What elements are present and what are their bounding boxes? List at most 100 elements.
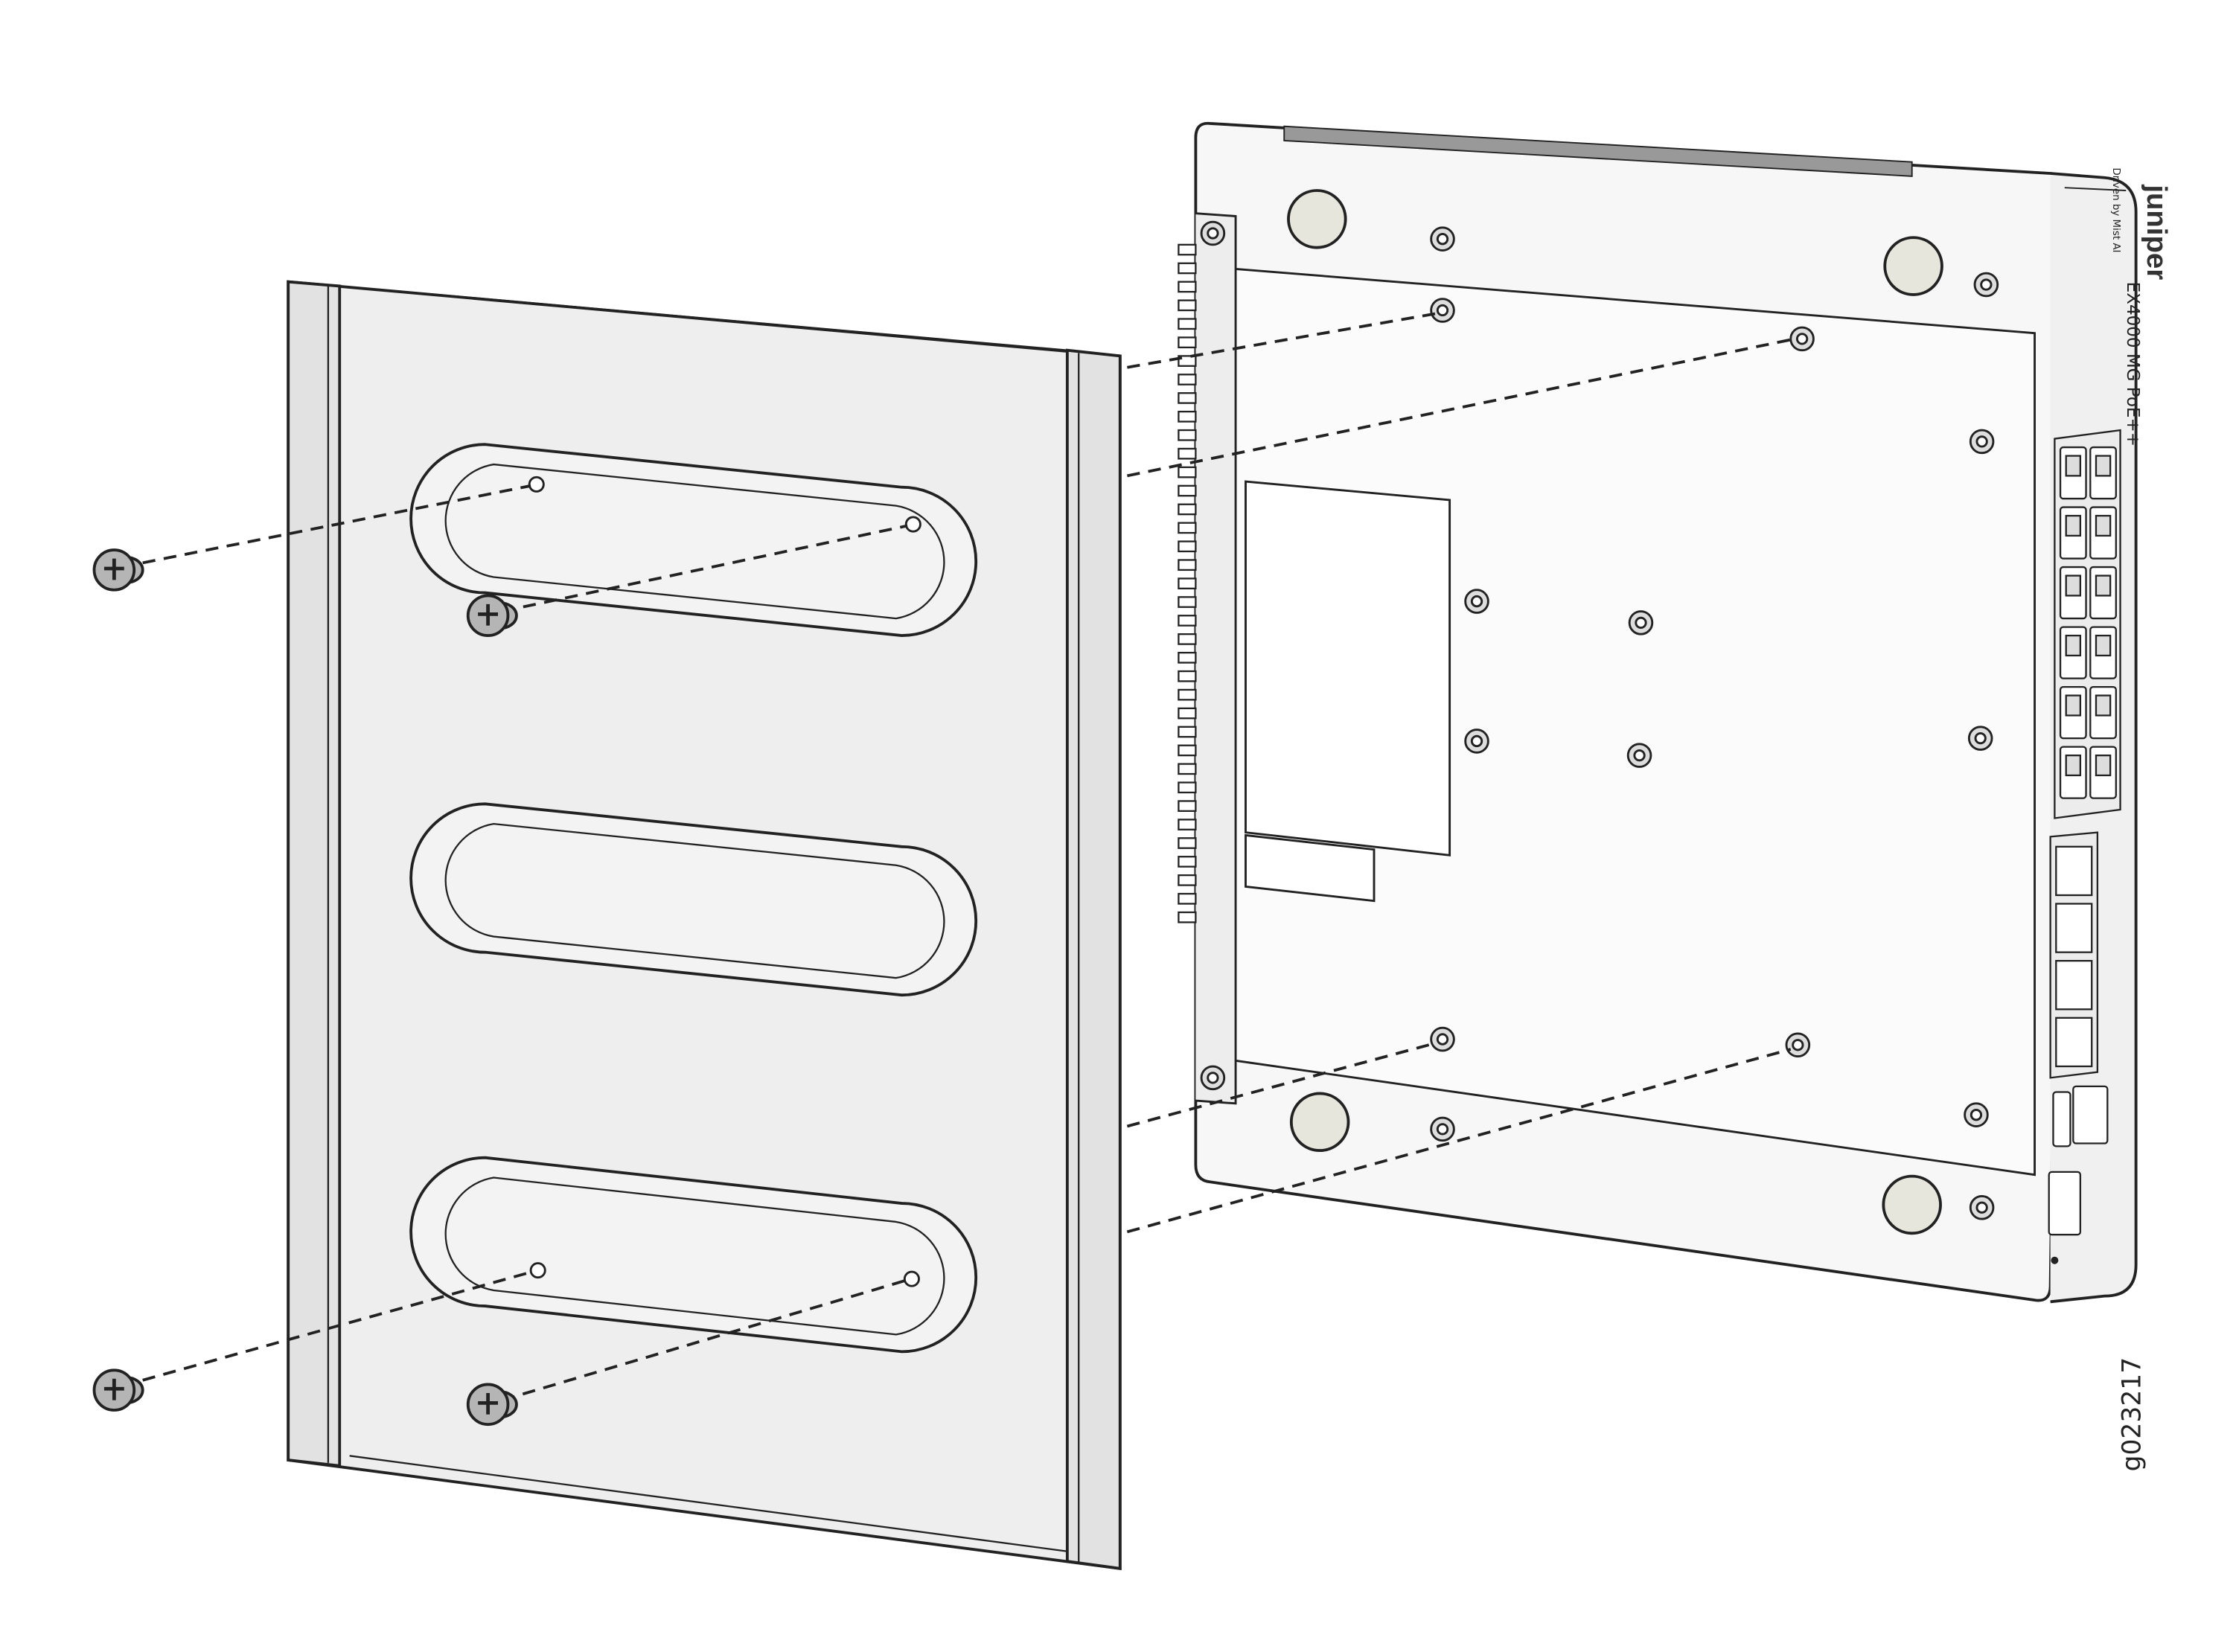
model-name: EX4000 MG PoE++: [2123, 282, 2142, 446]
phillips-screw-icon: [466, 1383, 518, 1427]
bracket-slot: [409, 802, 978, 997]
grating-tooth: [1178, 819, 1197, 830]
grating-tooth: [1178, 800, 1197, 813]
bracket-hole: [903, 1270, 920, 1287]
device-screw-hole-center: [1436, 304, 1449, 317]
device-label-small: [1245, 833, 1376, 903]
phillips-screw-icon: [466, 594, 518, 638]
rubber-foot: [1882, 1174, 1942, 1235]
device-grating: [1178, 243, 1197, 923]
grating-tooth: [1178, 336, 1197, 349]
phillips-screw-icon: [92, 1368, 144, 1412]
device-screw-hole-center: [1436, 233, 1449, 246]
device-screw-hole-center: [1980, 278, 1993, 291]
grating-tooth: [1178, 243, 1197, 256]
device-screw-hole-center: [1970, 1109, 1983, 1121]
rj45-port-jack: [2095, 574, 2112, 597]
device-ports: [2048, 429, 2121, 1264]
rj45-port-jack: [2065, 694, 2082, 717]
mgmt-port: [2072, 1085, 2109, 1144]
bracket-hole: [904, 516, 921, 533]
device-left-flange: [1195, 212, 1237, 1105]
grating-tooth: [1178, 892, 1197, 905]
wall-mount-bracket: [287, 280, 1122, 1570]
grating-tooth: [1178, 410, 1197, 423]
device-screw-hole-center: [1207, 1072, 1219, 1084]
device-screw-hole-center: [1470, 734, 1483, 748]
grating-tooth: [1178, 744, 1197, 757]
grating-tooth: [1178, 559, 1197, 572]
device-screw-hole-center: [1974, 731, 1987, 745]
device-screw-hole-center: [1207, 227, 1219, 240]
rubber-foot: [1883, 236, 1943, 296]
grating-tooth: [1178, 707, 1197, 720]
device-screw-hole-center: [1436, 1123, 1449, 1136]
phillips-screw-icon: [92, 548, 144, 592]
sfp-port: [2055, 903, 2093, 953]
rj45-port-jack: [2065, 754, 2082, 777]
rj45-port-jack: [2095, 694, 2112, 717]
bracket-hole: [529, 1262, 546, 1279]
device-screw-hole-center: [1470, 595, 1483, 608]
grating-tooth: [1178, 856, 1197, 868]
rj45-port-jack: [2065, 514, 2082, 537]
device-screw-hole-center: [1795, 333, 1809, 345]
grating-tooth: [1178, 615, 1197, 627]
usb-port: [2052, 1091, 2071, 1147]
bracket-hole: [528, 476, 545, 493]
bracket-right-flange: [1065, 348, 1122, 1570]
grating-tooth: [1178, 374, 1197, 385]
alignment-lines: [142, 311, 1795, 1402]
rj45-port-jack: [2065, 634, 2082, 657]
device-screw-hole-center: [1792, 1039, 1804, 1051]
grating-tooth: [1178, 726, 1197, 738]
grating-tooth: [1178, 522, 1197, 534]
rj45-port-jack: [2065, 455, 2082, 477]
rubber-foot: [1287, 189, 1347, 249]
screws: [92, 548, 518, 1427]
sfp-port: [2055, 845, 2093, 897]
device-feet: [1287, 189, 1943, 1235]
grating-tooth: [1178, 633, 1197, 645]
grating-tooth: [1178, 281, 1197, 293]
figure-id: g023217: [2117, 1357, 2147, 1472]
device-screw-hole-center: [1975, 1201, 1988, 1214]
rj45-port-jack: [2095, 754, 2112, 777]
sfp-port: [2055, 1017, 2093, 1068]
grating-tooth: [1178, 318, 1197, 330]
device-screw-hole-center: [1436, 1033, 1449, 1046]
grating-tooth: [1178, 392, 1197, 404]
bracket-slot: [409, 443, 978, 638]
device-top-vents: [1283, 125, 1913, 177]
rj45-port-jack: [2095, 514, 2112, 537]
brand-logo-text: juniper: [2141, 184, 2173, 280]
grating-tooth: [1178, 911, 1197, 923]
grating-tooth: [1178, 651, 1197, 664]
grating-tooth: [1178, 577, 1197, 589]
device-screw-hole-center: [1633, 749, 1646, 762]
device-screw-hole-center: [1635, 616, 1647, 629]
grating-tooth: [1178, 874, 1197, 886]
switch-device: [1194, 121, 2138, 1304]
grating-tooth: [1178, 355, 1197, 367]
grating-tooth: [1178, 670, 1197, 682]
grating-tooth: [1178, 429, 1197, 441]
grating-tooth: [1178, 763, 1197, 775]
device-label-area: [1245, 480, 1451, 857]
grating-tooth: [1178, 540, 1197, 553]
rj45-port-jack: [2095, 455, 2112, 477]
grating-tooth: [1178, 503, 1197, 516]
rubber-foot: [1289, 1092, 1350, 1153]
grating-tooth: [1178, 688, 1197, 701]
grating-tooth: [1178, 781, 1197, 794]
grating-tooth: [1178, 596, 1197, 608]
grating-tooth: [1178, 447, 1197, 460]
bracket-left-flange: [287, 280, 342, 1467]
grating-tooth: [1178, 466, 1197, 478]
sfp-port: [2055, 959, 2093, 1011]
grating-tooth: [1178, 262, 1197, 275]
rj45-port-jack: [2095, 634, 2112, 657]
rj45-port-jack: [2065, 574, 2082, 597]
grating-tooth: [1178, 837, 1197, 849]
